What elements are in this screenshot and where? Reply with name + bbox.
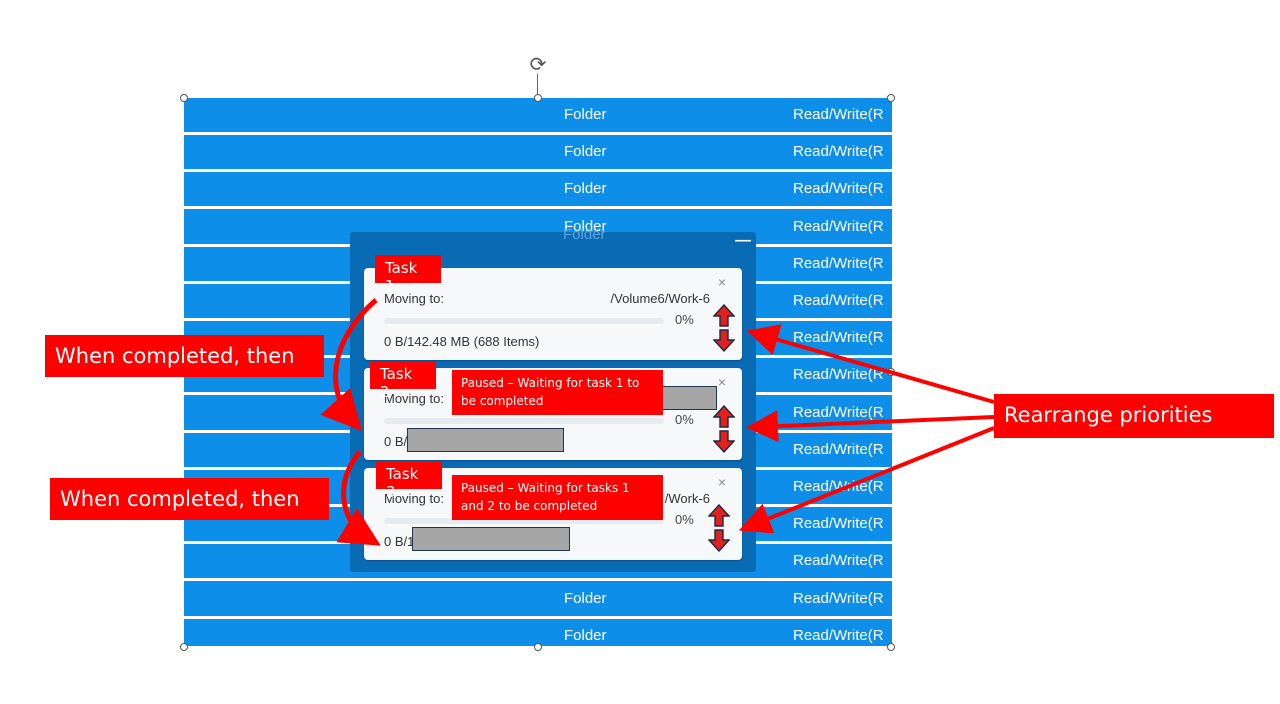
resize-handle-right[interactable] <box>887 368 895 376</box>
type-cell: Folder <box>564 589 607 607</box>
task-2-tag: Task 2 <box>370 361 436 401</box>
task-card-1: × Moving to: /Volume6/Work-6 0% 0 B/142.… <box>364 268 742 360</box>
table-row[interactable]: Folder Read/Write(R <box>184 98 892 135</box>
permission-cell: Read/Write(R <box>793 552 884 570</box>
permission-cell: Read/Write(R <box>793 626 884 644</box>
progress-percent: 0% <box>675 512 694 527</box>
moving-to-label: Moving to: <box>384 291 444 306</box>
redacted-size <box>407 428 564 452</box>
permission-cell: Read/Write(R <box>793 292 884 309</box>
close-icon[interactable]: × <box>717 374 726 390</box>
when-completed-label-2: When completed, then <box>50 478 329 520</box>
table-row[interactable]: Folder Read/Write(R <box>184 135 892 173</box>
transfer-size: 0 B/142.48 MB (688 Items) <box>384 334 540 349</box>
permission-cell: Read/Write(R <box>793 143 884 161</box>
resize-handle-bottom-right[interactable] <box>887 643 895 651</box>
progress-bar <box>384 318 664 324</box>
permission-cell: Read/Write(R <box>793 254 884 272</box>
moving-to-label: Moving to: <box>384 491 444 506</box>
rotation-stem <box>537 74 538 96</box>
type-cell: Folder <box>564 217 607 235</box>
permission-cell: Read/Write(R <box>793 403 884 421</box>
ghost-folder-label: Folder <box>563 226 606 243</box>
rearrange-priorities-label: Rearrange priorities <box>994 394 1274 438</box>
table-row[interactable]: Folder Read/Write(R <box>184 172 892 210</box>
destination-path: /Work-6 <box>664 491 710 506</box>
rotate-icon[interactable]: ⟳ <box>529 54 547 76</box>
resize-handle-top-right[interactable] <box>887 94 895 102</box>
resize-handle-top-left[interactable] <box>180 94 188 102</box>
table-row[interactable]: Folder Read/Write(R <box>184 619 892 646</box>
type-cell: Folder <box>564 626 607 644</box>
permission-cell: Read/Write(R <box>793 106 884 123</box>
resize-handle-bottom-left[interactable] <box>180 643 188 651</box>
progress-percent: 0% <box>675 412 694 427</box>
permission-cell: Read/Write(R <box>793 180 884 198</box>
type-cell: Folder <box>564 143 607 161</box>
transfer-size: 0 B/ <box>384 434 408 449</box>
when-completed-label-1: When completed, then <box>45 335 324 377</box>
redacted-size <box>412 527 570 551</box>
task-2-paused-note: Paused – Waiting for task 1 to be comple… <box>452 370 663 415</box>
task-3-paused-note: Paused – Waiting for tasks 1 and 2 to be… <box>452 475 663 520</box>
close-icon[interactable]: × <box>717 274 726 290</box>
transfer-size: 0 B/1 <box>384 534 415 549</box>
table-row[interactable]: Folder Read/Write(R <box>184 582 892 619</box>
priority-up-down-icon[interactable] <box>713 405 735 453</box>
progress-percent: 0% <box>675 312 694 327</box>
destination-path: /Volume6/Work-6 <box>610 291 710 306</box>
type-cell: Folder <box>564 106 607 123</box>
close-icon[interactable]: × <box>717 474 726 490</box>
permission-cell: Read/Write(R <box>793 329 884 347</box>
progress-bar <box>384 418 664 424</box>
moving-to-label: Moving to: <box>384 391 444 406</box>
resize-handle-bottom[interactable] <box>534 643 542 651</box>
priority-up-down-icon[interactable] <box>713 304 735 352</box>
minimize-icon[interactable]: — <box>735 232 751 249</box>
progress-bar <box>384 518 664 524</box>
resize-handle-top[interactable] <box>534 94 542 102</box>
permission-cell: Read/Write(R <box>793 589 884 607</box>
task-1-tag: Task 1 <box>375 255 441 295</box>
permission-cell: Read/Write(R <box>793 217 884 235</box>
task-3-tag: Task 3 <box>376 461 442 501</box>
permission-cell: Read/Write(R <box>793 515 884 533</box>
redacted-destination <box>658 386 717 410</box>
permission-cell: Read/Write(R <box>793 366 884 384</box>
permission-cell: Read/Write(R <box>793 478 884 495</box>
permission-cell: Read/Write(R <box>793 440 884 458</box>
type-cell: Folder <box>564 180 607 198</box>
priority-up-down-icon[interactable] <box>708 504 730 552</box>
